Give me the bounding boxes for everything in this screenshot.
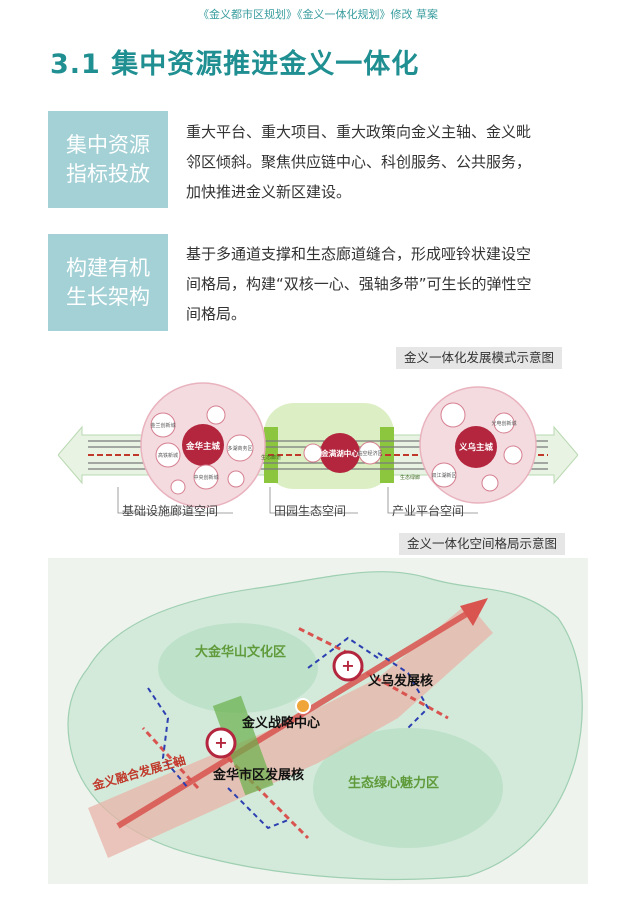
development-axis [88, 603, 493, 858]
eco-label: 生态绿心魅力区 [348, 775, 439, 791]
diagram2-caption: 金义一体化空间格局示意图 [399, 533, 566, 555]
svg-text:+: + [214, 733, 227, 752]
paragraph-line: 重大平台、重大项目、重大政策向金义主轴、金义毗 [186, 123, 532, 141]
shengtai-label: 生态绿廊 [400, 474, 420, 481]
eco-corridor-label: 生态廊道 [261, 454, 281, 461]
jinlan-label: 金兰创新城 [150, 422, 175, 429]
jinman-node [320, 433, 360, 473]
yiwu-label: 义乌主城 [458, 442, 494, 453]
tag-resource-line1: 集中资源 [66, 132, 150, 157]
green-band [212, 695, 274, 796]
paragraph-line: 基于多通道支撑和生态廊道缝合，形成哑铃状建设空 [186, 245, 532, 263]
strategy-center-marker [295, 698, 311, 714]
yiwu-node [455, 426, 497, 468]
duohu-label: 多湖商务区 [227, 445, 252, 452]
jinhua-core-label: 金华市区发展核 [212, 767, 304, 783]
tag-structure-line1: 构建有机 [66, 255, 150, 280]
tag-resource: 集中资源 指标投放 [48, 111, 168, 208]
zhongyang-label: 中央创新城 [193, 474, 218, 481]
mountain-label: 大金华山文化区 [195, 644, 286, 660]
paragraph-line: 加快推进金义新区建设。 [186, 183, 352, 201]
jinman-label: 金满湖中心 [320, 448, 359, 458]
tag-resource-line2: 指标投放 [66, 161, 150, 186]
paragraph-structure: 基于多通道支撑和生态廊道缝合，形成哑铃状建设空 间格局，构建“双核一心、强轴多带… [186, 239, 596, 329]
paragraph-line: 间格局。 [186, 305, 247, 323]
paragraph-line: 间格局，构建“双核一心、强轴多带”可生长的弹性空 [186, 275, 532, 293]
diagram1-caption: 金义一体化发展模式示意图 [396, 347, 563, 369]
tag-structure: 构建有机 生长架构 [48, 234, 168, 331]
paragraph-resource: 重大平台、重大项目、重大政策向金义主轴、金义毗 邻区倾斜。聚焦供应链中心、科创服… [186, 117, 596, 207]
jinhua-core-marker [205, 727, 237, 759]
section-title: 3.1 集中资源推进金义一体化 [50, 49, 420, 80]
svg-text:+: + [341, 656, 354, 675]
eco-zone [313, 728, 503, 848]
document-header: 《金义都市区规划》《金义一体化规划》修改 草案 [198, 8, 438, 21]
yiwu-core-marker [332, 650, 364, 682]
lingkong-label: 临空经济区 [357, 450, 382, 457]
strategy-label: 金义战略中心 [241, 715, 320, 731]
guangdian-label: 光电创新城 [491, 420, 516, 427]
spatial-pattern-map: + + 大金华山文化区 义乌发展核 金义战略中心 金华市区发展核 金义融合发展主… [48, 558, 588, 884]
yiwu-core-label: 义乌发展核 [368, 673, 433, 689]
jinhua-label: 金华主城 [185, 441, 221, 452]
mountain-zone [158, 623, 318, 713]
tag-structure-line2: 生长架构 [66, 284, 150, 309]
field-label: 田园生态空间 [274, 504, 346, 518]
shuangjiang-label: 双江湖新区 [431, 472, 456, 479]
industry-label: 产业平台空间 [392, 503, 464, 518]
paragraph-line: 邻区倾斜。聚焦供应链中心、科创服务、公共服务， [186, 153, 532, 171]
development-mode-diagram: 金华主城 金满湖中心 义乌主城 金兰创新城 高铁新城 多湖商务区 中央创新城 临… [58, 382, 578, 518]
infra-label: 基础设施廊道空间 [122, 503, 218, 518]
gaotie-label: 高铁新城 [158, 452, 178, 459]
jinhua-node [182, 424, 224, 466]
